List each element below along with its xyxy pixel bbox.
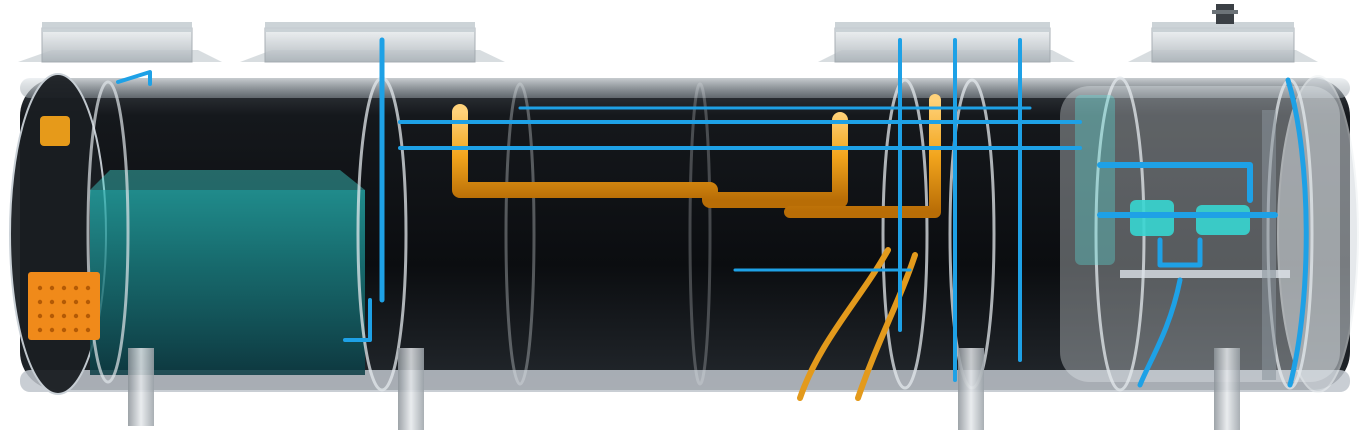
equipment-platform <box>1120 270 1290 278</box>
right-end-cap <box>1277 75 1359 393</box>
blue-pipework <box>116 37 1309 388</box>
access-cover-1 <box>18 22 222 63</box>
orange-pipework <box>420 68 969 401</box>
access-cover-3 <box>818 22 1075 63</box>
blue-equipment-loop-3 <box>1157 237 1203 268</box>
blue-down-sweep <box>1137 277 1183 388</box>
service-ladder <box>1262 110 1276 380</box>
blue-right-riser <box>1285 77 1309 388</box>
support-leg-2 <box>398 348 424 430</box>
access-covers <box>18 4 1318 63</box>
pump-unit-2 <box>1196 205 1250 235</box>
baffle-ring-1 <box>86 80 130 384</box>
compartment-equipment <box>1060 86 1340 382</box>
orange-sweep-1 <box>797 247 891 401</box>
support-legs <box>128 348 1240 430</box>
basket-perforations <box>37 285 91 333</box>
blue-inlet-line <box>116 70 152 86</box>
blue-equipment-loop-1 <box>1097 162 1253 203</box>
support-leg-1 <box>128 348 154 426</box>
orange-filter-basket <box>28 272 100 340</box>
support-leg-4 <box>1214 348 1240 430</box>
control-cabinet <box>1075 95 1115 265</box>
access-cover-4 <box>1128 22 1318 63</box>
compartment-inlet <box>28 80 365 384</box>
orange-branch-right <box>784 94 941 218</box>
water-surface <box>90 170 365 190</box>
support-leg-3 <box>958 348 984 430</box>
access-cover-2 <box>240 22 505 63</box>
inlet-screen <box>40 116 70 146</box>
vent-cap <box>1212 4 1238 24</box>
tank-top-glass <box>20 78 1350 98</box>
baffle-ring-3 <box>504 82 536 386</box>
tank-bottom-glass <box>20 370 1350 392</box>
blue-left-riser <box>343 298 372 342</box>
water-volume <box>90 190 365 375</box>
baffle-ring-5 <box>881 78 929 390</box>
